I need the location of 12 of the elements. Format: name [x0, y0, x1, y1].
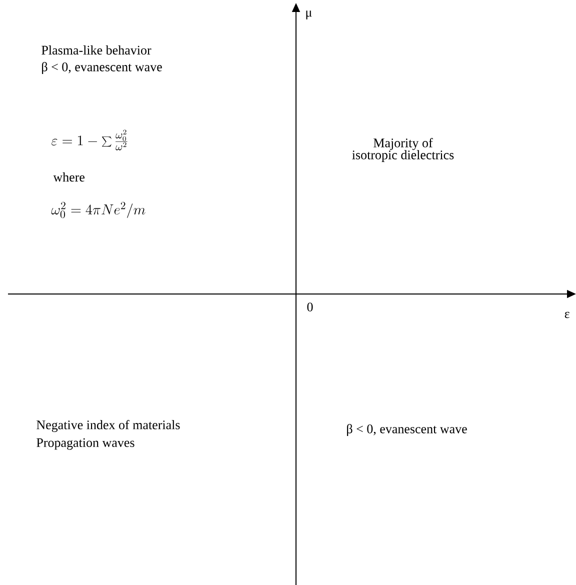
- region-text: Negative index of materials: [36, 420, 180, 432]
- axis-label: μ: [306, 10, 312, 20]
- region-text: β < 0, evanescent wave: [42, 62, 162, 74]
- origin-label: 0: [307, 302, 313, 312]
- formula: $\varepsilon = 1 - \sum \frac{\omega_0^2}{\omega^2}$: [52, 130, 128, 150]
- region-text: β < 0, evanescent wave: [347, 424, 467, 436]
- region-text: Propagation waves: [36, 438, 134, 450]
- region-text: Majority of isotropic dielectrics: [352, 138, 454, 162]
- region-text: Plasma-like behavior: [42, 45, 152, 55]
- axis-label: ε: [564, 312, 570, 318]
- note-text: where: [53, 172, 84, 182]
- formula: $\omega_0^2 = 4\pi N e^2 / m$: [51, 202, 146, 218]
